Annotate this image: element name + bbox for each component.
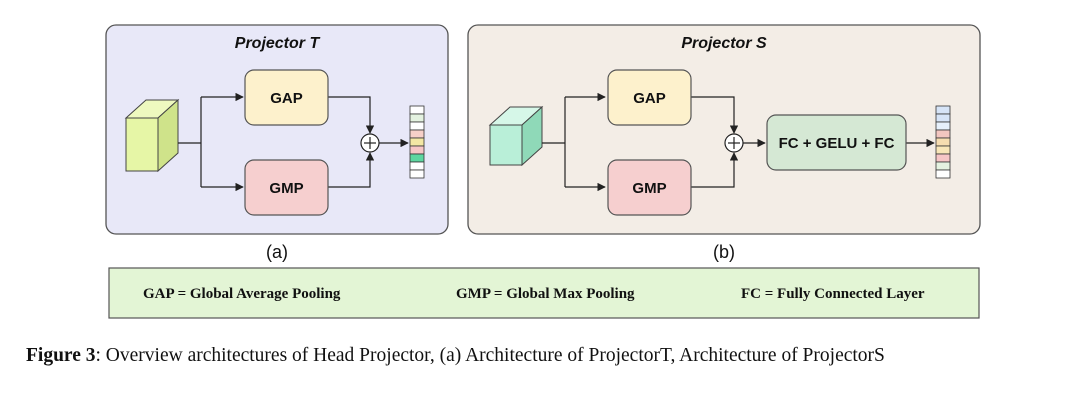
- legend-gap: GAP = Global Average Pooling: [143, 286, 341, 302]
- legend-background: [108, 267, 980, 319]
- gmp-label-a: GMP: [269, 180, 303, 197]
- panel-a-connectors: [178, 92, 409, 192]
- panel-b-title: Projector S: [681, 35, 767, 52]
- fc-gelu-fc-label: FC + GELU + FC: [779, 135, 895, 152]
- panel-b-sublabel: (b): [713, 242, 735, 262]
- panel-b-connectors: [542, 92, 935, 192]
- sum-node-a: [360, 133, 380, 153]
- fc-gelu-fc-box: [766, 114, 907, 171]
- panel-a-background: [105, 24, 449, 235]
- legend-box: GAP = Global Average Pooling GMP = Globa…: [108, 267, 980, 319]
- panel-projector-t: Projector T GAP GMP: [105, 24, 449, 262]
- figure-label: Figure 3: [26, 345, 96, 366]
- figure-caption: Figure 3: Overview architectures of Head…: [26, 342, 1056, 369]
- panel-a-title: Projector T: [235, 35, 321, 52]
- legend-fc: FC = Fully Connected Layer: [741, 286, 925, 302]
- gmp-label-b: GMP: [632, 180, 666, 197]
- gap-box-b: [607, 69, 692, 126]
- legend-gmp: GMP = Global Max Pooling: [456, 286, 635, 302]
- output-vector-a: [409, 105, 425, 179]
- figure-caption-text: : Overview architectures of Head Project…: [95, 345, 885, 366]
- gap-label-a: GAP: [270, 90, 303, 107]
- output-vector-b: [935, 105, 951, 179]
- input-feature-cube-a: [124, 98, 180, 173]
- panel-b-background: [467, 24, 981, 235]
- sum-node-b: [724, 133, 744, 153]
- gap-label-b: GAP: [633, 90, 666, 107]
- gap-box-a: [244, 69, 329, 126]
- panel-projector-s: Projector S GAP GMP: [467, 24, 981, 262]
- input-feature-cube-b: [488, 105, 544, 167]
- gmp-box-b: [607, 159, 692, 216]
- panel-a-sublabel: (a): [266, 242, 288, 262]
- gmp-box-a: [244, 159, 329, 216]
